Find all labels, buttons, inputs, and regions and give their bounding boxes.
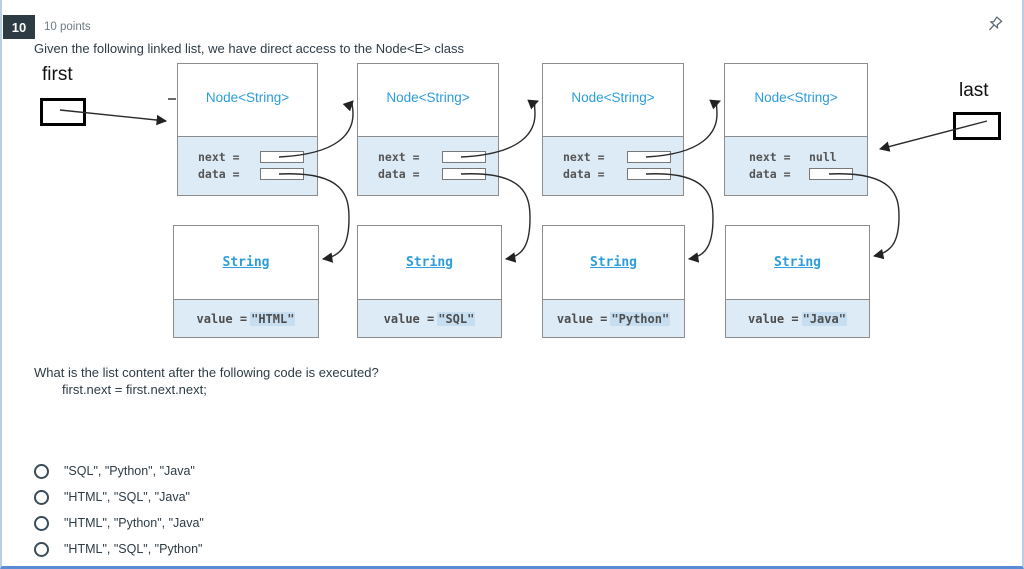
node-title: Node<String> — [386, 90, 470, 105]
node-box-3: Node<String> next = data = — [542, 63, 684, 196]
string-value-row: value = "HTML" — [174, 312, 318, 326]
answer-option-4[interactable]: "HTML", "SQL", "Python" — [34, 539, 202, 559]
data-field-box — [809, 168, 853, 180]
radio-button[interactable] — [34, 489, 49, 505]
value-text: "HTML" — [250, 312, 296, 326]
data-field-label: data = — [198, 167, 240, 181]
question-prompt: Given the following linked list, we have… — [34, 41, 464, 56]
string-box-4: String value = "Java" — [725, 225, 870, 338]
question-number-badge: 10 — [3, 15, 35, 39]
next-null-value: null — [809, 150, 837, 164]
first-pointer-label: first — [42, 64, 73, 85]
string-value-bg — [358, 299, 501, 337]
value-label: value = — [556, 312, 608, 326]
value-label: value = — [196, 312, 248, 326]
node-box-1: Node<String> next = data = — [177, 63, 318, 196]
radio-button[interactable] — [34, 463, 49, 479]
node-title: Node<String> — [205, 90, 290, 105]
pin-icon[interactable] — [983, 14, 1005, 36]
node-fields-bg — [725, 136, 867, 195]
answer-option-1[interactable]: "SQL", "Python", "Java" — [34, 461, 195, 481]
first-pointer-box — [40, 98, 86, 126]
next-field-label: next = — [378, 150, 420, 164]
answer-option-3[interactable]: "HTML", "Python", "Java" — [34, 513, 204, 533]
value-label: value = — [748, 312, 799, 326]
option-label[interactable]: "HTML", "SQL", "Java" — [64, 490, 190, 504]
data-field-box — [442, 168, 486, 180]
data-field-label: data = — [563, 167, 605, 181]
code-snippet: first.next = first.next.next; — [62, 382, 207, 397]
next-field-box — [442, 151, 486, 163]
value-label: value = — [383, 312, 435, 326]
last-pointer-box — [953, 112, 1001, 140]
string-class-title: String — [590, 255, 637, 270]
value-text: "Python" — [610, 312, 671, 326]
next-field-label: next = — [198, 150, 240, 164]
radio-button[interactable] — [34, 541, 49, 557]
node-box-2: Node<String> next = data = — [357, 63, 499, 196]
node-fields-bg — [358, 136, 498, 195]
question-followup: What is the list content after the follo… — [34, 365, 379, 380]
next-field-box — [627, 151, 671, 163]
question-points: 10 points — [44, 21, 91, 33]
node-fields-bg — [178, 136, 317, 195]
string-class-title: String — [222, 255, 270, 270]
string-class-title: String — [774, 255, 821, 270]
radio-button[interactable] — [34, 515, 49, 531]
next-field-box — [260, 151, 304, 163]
string-box-3: String value = "Python" — [542, 225, 685, 338]
data-field-label: data = — [749, 167, 791, 181]
option-label[interactable]: "HTML", "Python", "Java" — [64, 516, 204, 530]
string-value-row: value = "Java" — [726, 312, 869, 326]
string-class-title: String — [406, 255, 453, 270]
value-text: "Java" — [801, 312, 847, 326]
next-field-label: next = — [563, 150, 605, 164]
data-field-box — [260, 168, 304, 180]
data-field-label: data = — [378, 167, 420, 181]
linked-list-arrows — [59, 98, 988, 263]
option-label[interactable]: "SQL", "Python", "Java" — [64, 464, 195, 478]
string-box-2: String value = "SQL" — [357, 225, 502, 338]
node-title: Node<String> — [571, 90, 655, 105]
answer-option-2[interactable]: "HTML", "SQL", "Java" — [34, 487, 190, 507]
last-pointer-label: last — [959, 80, 989, 101]
node-fields-bg — [543, 136, 683, 195]
value-text: "SQL" — [437, 312, 476, 326]
node-box-4: Node<String> next = null data = — [724, 63, 868, 196]
data-field-box — [627, 168, 671, 180]
option-label[interactable]: "HTML", "SQL", "Python" — [64, 542, 203, 556]
string-value-row: value = "Python" — [543, 312, 684, 326]
node-title: Node<String> — [754, 90, 838, 105]
next-field-label: next = — [749, 150, 791, 164]
string-box-1: String value = "HTML" — [173, 225, 319, 338]
string-value-row: value = "SQL" — [358, 312, 501, 326]
